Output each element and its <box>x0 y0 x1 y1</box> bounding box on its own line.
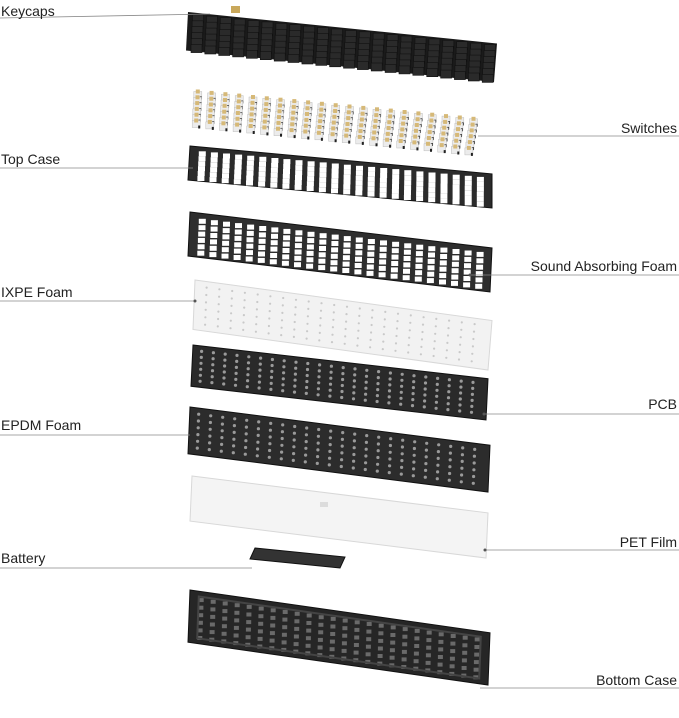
layer-epdm-foam <box>187 406 491 493</box>
leader-line-keycaps <box>0 13 211 19</box>
label-sound-absorbing-foam: Sound Absorbing Foam <box>530 258 677 274</box>
label-bottom-case: Bottom Case <box>596 672 677 688</box>
label-top-case: Top Case <box>1 151 61 167</box>
layer-pet-film <box>189 475 489 559</box>
label-pcb: PCB <box>648 396 677 412</box>
layer-sound-absorbing-foam <box>187 211 493 293</box>
label-epdm-foam: EPDM Foam <box>1 417 82 433</box>
label-pet-film: PET Film <box>619 534 677 550</box>
layer-keycaps <box>186 6 497 83</box>
label-switches: Switches <box>620 120 677 136</box>
label-battery: Battery <box>1 550 46 566</box>
layer-ixpe-foam <box>192 279 493 371</box>
label-ixpe-foam: IXPE Foam <box>1 284 73 300</box>
layer-battery <box>249 547 346 569</box>
layer-top-case <box>187 145 493 209</box>
layer-switches <box>191 89 478 156</box>
layer-pcb <box>190 344 489 421</box>
layer-bottom-case <box>187 589 491 686</box>
label-keycaps: Keycaps <box>1 3 55 19</box>
